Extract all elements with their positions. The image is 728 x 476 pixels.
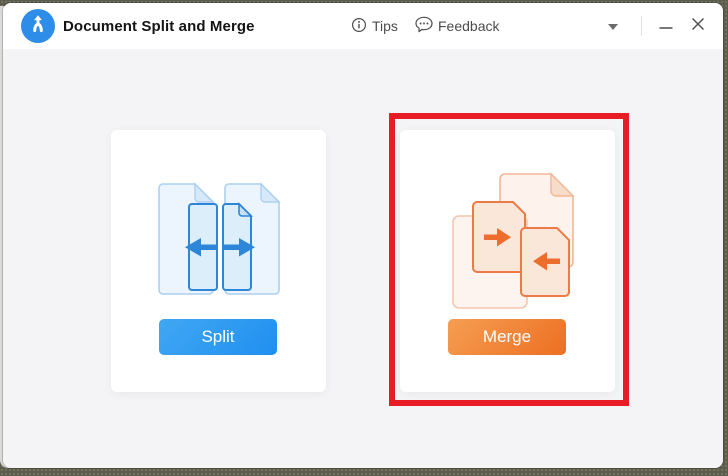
window-title: Document Split and Merge — [63, 17, 255, 35]
merge-card[interactable]: Merge — [400, 130, 615, 392]
speech-bubble-icon — [415, 16, 433, 36]
minimize-icon — [659, 17, 673, 35]
split-card[interactable]: Split — [111, 130, 326, 392]
split-documents-illustration — [149, 176, 289, 313]
merge-app-logo-icon — [27, 13, 49, 40]
feedback-label: Feedback — [438, 18, 500, 34]
titlebar-divider — [641, 16, 642, 36]
close-button[interactable] — [683, 3, 713, 49]
merge-documents-illustration — [433, 164, 583, 319]
close-icon — [691, 17, 705, 36]
split-button[interactable]: Split — [159, 319, 277, 355]
caret-down-icon[interactable] — [608, 24, 618, 30]
main-content: Split — [3, 49, 723, 468]
tips-label: Tips — [372, 18, 398, 34]
app-logo — [21, 9, 55, 43]
titlebar: Document Split and Merge Tips — [3, 3, 723, 49]
merge-button[interactable]: Merge — [448, 319, 566, 355]
app-window: Document Split and Merge Tips — [3, 3, 723, 468]
info-circle-icon — [351, 17, 367, 36]
feedback-button[interactable]: Feedback — [415, 3, 499, 49]
minimize-button[interactable] — [651, 3, 681, 49]
tips-button[interactable]: Tips — [351, 3, 398, 49]
